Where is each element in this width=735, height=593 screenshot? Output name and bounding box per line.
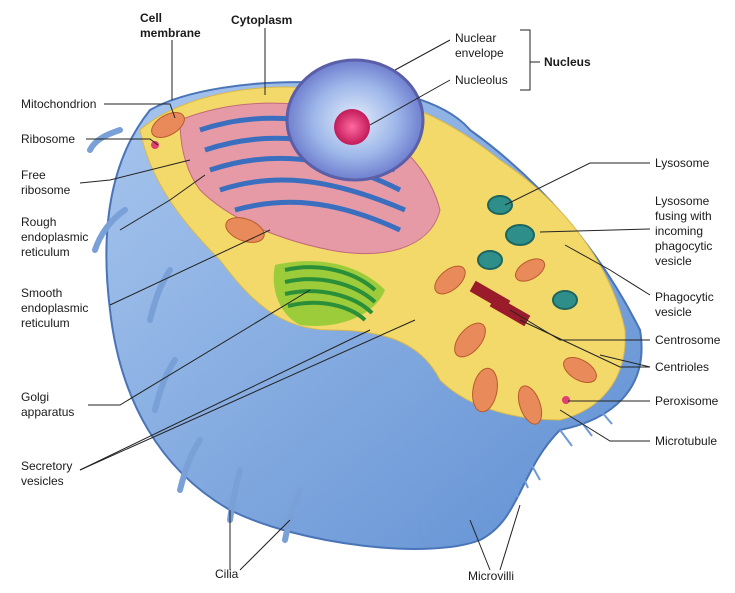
label-nucleus: Nucleus	[544, 55, 591, 69]
label-centrosome: Centrosome	[655, 333, 721, 347]
label-microtubule: Microtubule	[655, 434, 718, 448]
label-microvilli: Microvilli	[468, 569, 514, 583]
centrosome-shape	[469, 280, 531, 327]
label-nucleolus: Nucleolus	[455, 73, 508, 87]
label-cytoplasm: Cytoplasm	[231, 13, 293, 27]
label-centrioles: Centrioles	[655, 360, 710, 374]
label-golgi: Golgi apparatus	[21, 390, 75, 419]
leader-lines	[79, 28, 651, 571]
label-smooth-er: Smooth endoplasmic reticulum	[21, 286, 89, 330]
peroxisomes	[151, 141, 570, 404]
golgi-apparatus	[273, 261, 385, 326]
label-secretory-vesicles: Secretory vesicles	[21, 459, 73, 488]
mitochondria	[151, 112, 597, 425]
label-cell-membrane: Cell membrane	[140, 11, 201, 40]
label-peroxisome: Peroxisome	[655, 394, 719, 408]
lysosomes	[477, 195, 578, 310]
label-ribosome: Ribosome	[21, 132, 76, 146]
microvilli-shapes	[419, 409, 613, 540]
label-mitochondrion: Mitochondrion	[21, 97, 97, 111]
cilia-shapes	[87, 127, 303, 543]
label-free-ribosome: Free ribosome	[21, 168, 71, 197]
label-nuclear-envelope: Nuclear envelope	[455, 31, 504, 60]
label-lysosome-fusing: Lysosome fusing with incoming phagocytic…	[655, 194, 713, 268]
label-rough-er: Rough endoplasmic reticulum	[21, 215, 89, 259]
label-phagocytic-vesicle: Phagocytic vesicle	[655, 290, 714, 319]
label-lysosome: Lysosome	[655, 156, 710, 170]
nucleolus-shape	[334, 109, 370, 145]
label-cilia: Cilia	[215, 567, 239, 581]
